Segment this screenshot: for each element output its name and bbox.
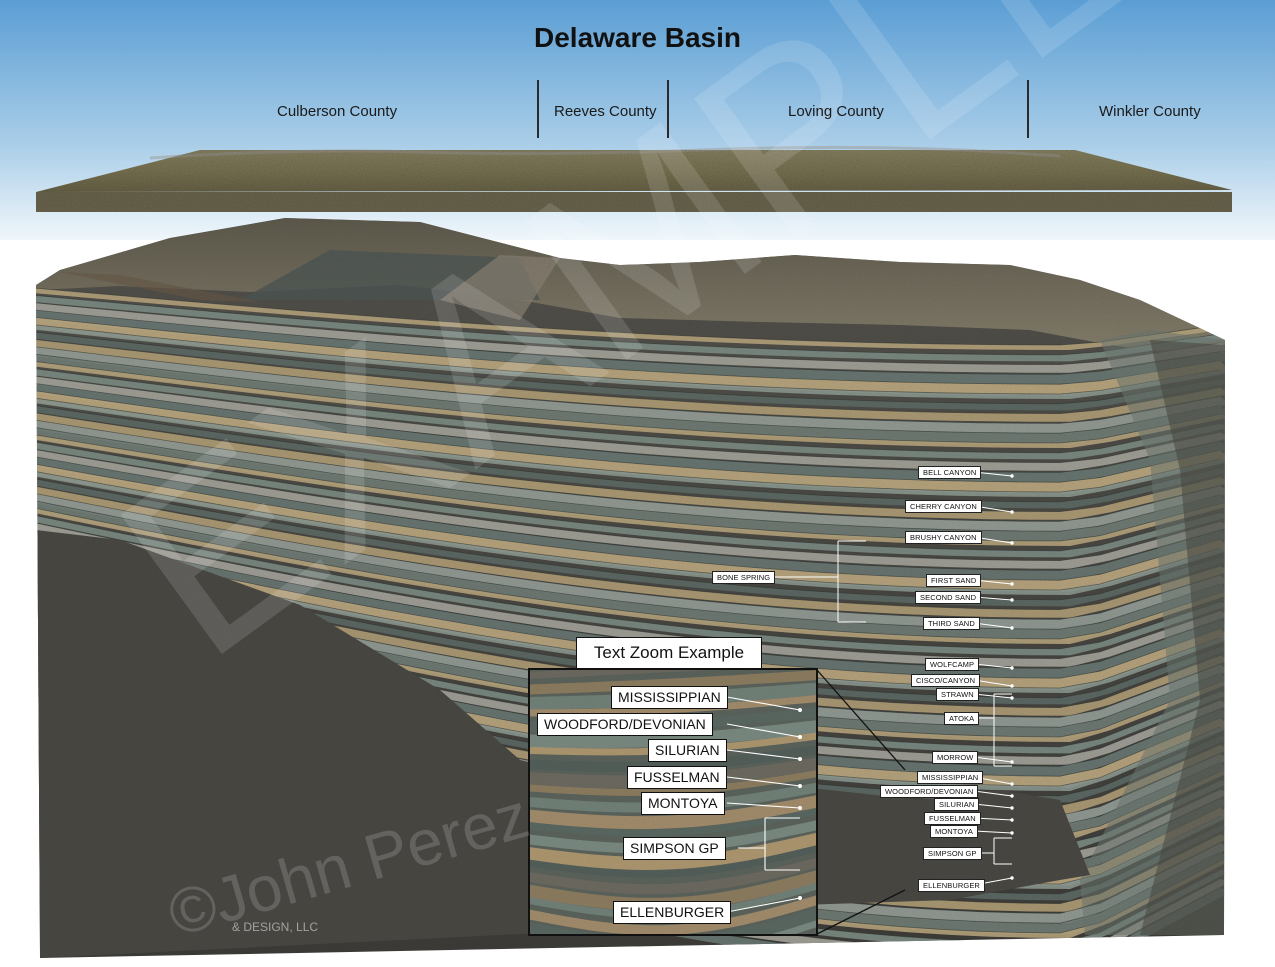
- label-woodford-devonian: WOODFORD/DEVONIAN: [880, 785, 979, 798]
- zoom-label-montoya: MONTOYA: [641, 792, 725, 815]
- surface-slab: [36, 145, 1232, 212]
- label-montoya: MONTOYA: [930, 825, 978, 838]
- zoom-label-simpson-gp: SIMPSON GP: [623, 837, 726, 860]
- label-bell-canyon: BELL CANYON: [918, 466, 982, 479]
- label-bone-spring: BONE SPRING: [712, 571, 776, 584]
- county-culberson: Culberson County: [277, 103, 398, 120]
- footer-credit: & DESIGN, LLC: [232, 920, 319, 934]
- zoom-label-silurian: SILURIAN: [648, 739, 727, 762]
- zoom-label-ellenburger: ELLENBURGER: [613, 901, 732, 924]
- label-wolfcamp: WOLFCAMP: [925, 658, 980, 671]
- label-brushy-canyon: BRUSHY CANYON: [905, 531, 982, 544]
- county-reeves: Reeves County: [554, 103, 657, 120]
- label-third-sand: THIRD SAND: [923, 617, 980, 630]
- diagram-title: Delaware Basin: [534, 22, 741, 53]
- label-cisco-canyon: CISCO/CANYON: [911, 674, 981, 687]
- label-simpson-gp: SIMPSON GP: [923, 847, 982, 860]
- zoom-label-woodford-devonian: WOODFORD/DEVONIAN: [537, 713, 713, 736]
- zoom-label-fusselman: FUSSELMAN: [627, 766, 727, 789]
- label-mississippian: MISSISSIPPIAN: [917, 771, 984, 784]
- label-cherry-canyon: CHERRY CANYON: [905, 500, 982, 513]
- sky: [0, 0, 1275, 260]
- label-strawn: STRAWN: [936, 688, 979, 701]
- label-atoka: ATOKA: [944, 712, 980, 725]
- label-first-sand: FIRST SAND: [926, 574, 982, 587]
- county-divider: [667, 80, 669, 138]
- county-divider: [1027, 80, 1029, 138]
- county-divider: [537, 80, 539, 138]
- county-winkler: Winkler County: [1099, 103, 1201, 120]
- county-loving: Loving County: [788, 103, 884, 120]
- label-ellenburger: ELLENBURGER: [918, 879, 985, 892]
- label-morrow: MORROW: [932, 751, 979, 764]
- label-silurian: SILURIAN: [934, 798, 980, 811]
- zoom-title: Text Zoom Example: [576, 637, 762, 669]
- zoom-label-mississippian: MISSISSIPPIAN: [611, 686, 728, 709]
- label-leaders: [770, 471, 1014, 886]
- label-second-sand: SECOND SAND: [915, 591, 982, 604]
- label-fusselman: FUSSELMAN: [924, 812, 981, 825]
